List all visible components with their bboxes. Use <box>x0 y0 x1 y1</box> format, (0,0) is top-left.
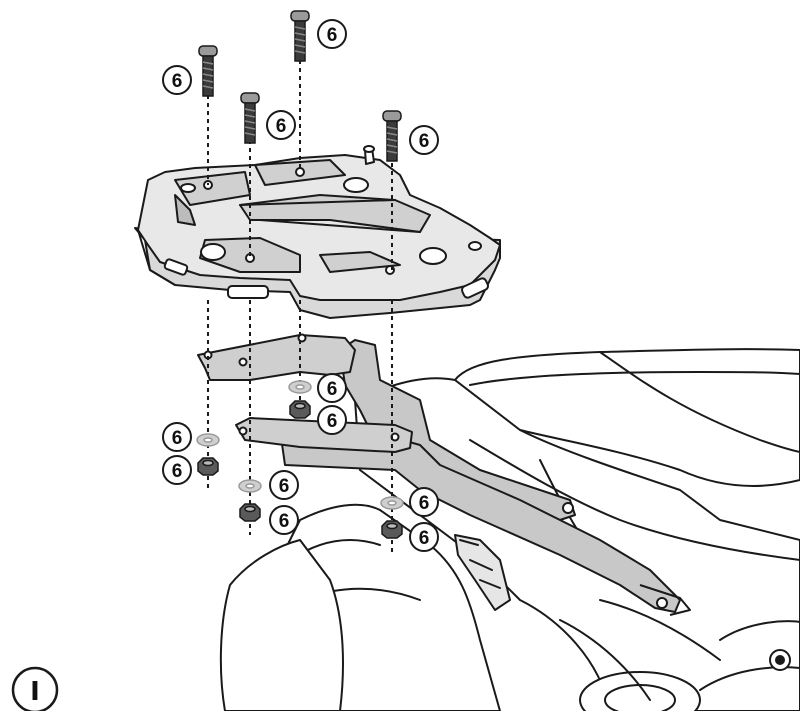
svg-text:6: 6 <box>172 461 183 482</box>
washers <box>196 380 404 510</box>
nut-1 <box>197 457 219 476</box>
callout-8: 6 <box>162 455 192 485</box>
callout-4: 6 <box>409 125 439 155</box>
rack-plate <box>134 145 501 319</box>
lower-mounting-plate <box>235 417 413 453</box>
washer-4 <box>380 496 404 510</box>
svg-text:6: 6 <box>279 511 290 532</box>
nut-3 <box>289 400 311 419</box>
svg-text:6: 6 <box>172 71 183 92</box>
callout-9: 6 <box>269 470 299 500</box>
nuts <box>197 400 403 539</box>
bolt-4 <box>382 110 402 162</box>
callout-10: 6 <box>269 505 299 535</box>
bolt-3 <box>240 92 260 144</box>
nut-2 <box>239 503 261 522</box>
callouts: 6 6 6 6 6 6 6 6 6 6 6 6 <box>162 19 439 552</box>
bolt-1 <box>198 45 218 97</box>
washer-1 <box>196 433 220 447</box>
step-indicator: I <box>11 666 59 711</box>
washer-2 <box>238 479 262 493</box>
callout-6: 6 <box>317 405 347 435</box>
svg-text:6: 6 <box>327 25 338 46</box>
bolts <box>198 10 402 162</box>
callout-3: 6 <box>266 110 296 140</box>
svg-text:6: 6 <box>279 476 290 497</box>
callout-5: 6 <box>317 373 347 403</box>
callout-11: 6 <box>409 487 439 517</box>
svg-text:6: 6 <box>327 379 338 400</box>
svg-text:6: 6 <box>419 493 430 514</box>
svg-text:6: 6 <box>419 528 430 549</box>
callout-7: 6 <box>162 422 192 452</box>
washer-3 <box>288 380 312 394</box>
bolt-2 <box>290 10 310 62</box>
step-label: I <box>30 677 40 707</box>
svg-text:6: 6 <box>172 428 183 449</box>
svg-text:6: 6 <box>419 131 430 152</box>
callout-12: 6 <box>409 522 439 552</box>
callout-1: 6 <box>317 19 347 49</box>
svg-text:6: 6 <box>276 116 287 137</box>
nut-4 <box>381 520 403 539</box>
callout-2: 6 <box>162 65 192 95</box>
svg-text:6: 6 <box>327 411 338 432</box>
